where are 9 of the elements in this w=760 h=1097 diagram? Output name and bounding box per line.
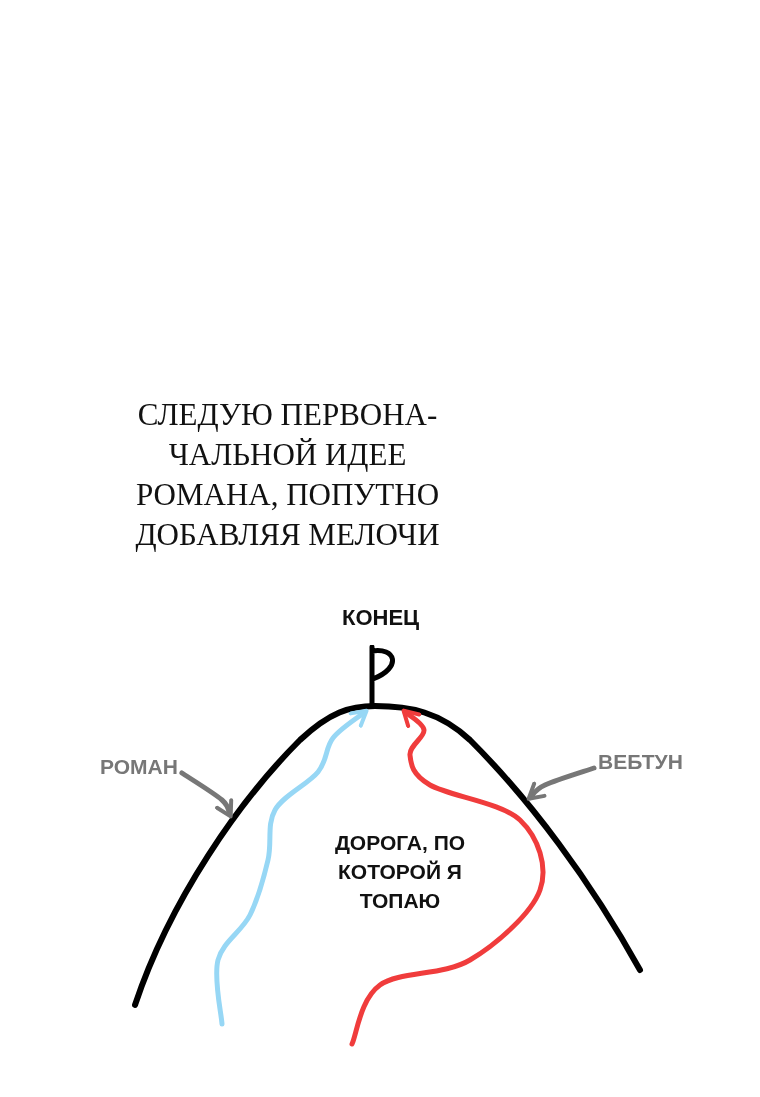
callout-text: ВЕБТУН — [598, 750, 683, 774]
leader-arrow — [179, 770, 235, 819]
leader-arrow — [526, 765, 597, 801]
heading-text: СЛЕДУЮ ПЕРВОНА- ЧАЛЬНОЙ ИДЕЕ РОМАНА, ПОПУТНО ДОБАВЛЯЯ МЕЛОЧИ — [134, 396, 441, 554]
path-arrow — [349, 708, 546, 1047]
path-arrow — [214, 708, 369, 1027]
end-label: КОНЕЦ — [342, 605, 420, 631]
road-note: ДОРОГА, ПО КОТОРОЙ Я ТОПАЮ — [333, 830, 467, 914]
callout-text: РОМАН — [100, 755, 178, 779]
